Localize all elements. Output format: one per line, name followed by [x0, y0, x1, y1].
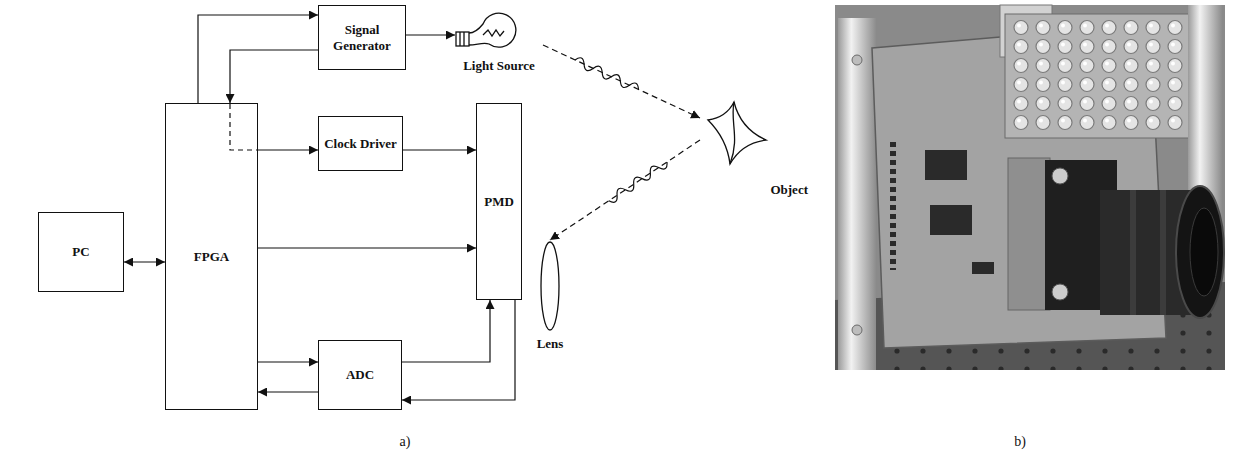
camera-photo — [888, 140, 898, 270]
node-label: Lens — [537, 336, 564, 352]
fpga-box: FPGA — [165, 103, 258, 410]
signal-connector — [406, 34, 455, 35]
camera-photo — [1052, 284, 1068, 300]
node-label: Signal Generator — [322, 22, 402, 53]
fpga-internal-dashed-line — [230, 104, 257, 150]
camera-photo — [1008, 158, 1050, 310]
signal-connector — [543, 45, 700, 118]
signal-generator-box: Signal Generator — [318, 5, 406, 70]
signal-connector — [198, 15, 318, 103]
camera-photo — [1160, 190, 1166, 315]
signal-connector — [402, 300, 490, 362]
bulb-outline — [456, 32, 469, 46]
signal-connector — [402, 300, 515, 400]
node-label: ADC — [346, 367, 374, 383]
camera-photo — [852, 55, 862, 65]
object-outline — [708, 102, 766, 164]
signal-connector — [258, 361, 318, 362]
signal-connector — [258, 247, 476, 248]
signal-connector — [550, 140, 700, 240]
bulb-outline — [456, 13, 516, 47]
object-shape: Object — [700, 98, 812, 198]
bulb-outline — [469, 13, 516, 47]
pmd-sensor-box: PMD — [476, 103, 522, 300]
node-label: FPGA — [194, 249, 229, 265]
camera-photo — [1190, 208, 1218, 296]
signal-connector — [258, 391, 318, 392]
lens-drawing — [528, 240, 572, 352]
camera-photo — [852, 325, 862, 335]
node-label: Object — [770, 182, 808, 198]
panel-label: a) — [400, 434, 411, 450]
lens-outline — [541, 242, 559, 330]
camera-photo — [925, 150, 967, 180]
clock-driver-box: Clock Driver — [318, 116, 403, 171]
lens-shape: Lens — [528, 240, 572, 352]
camera-photo — [972, 262, 994, 274]
bulb-outline — [460, 32, 464, 46]
object-outline — [730, 102, 735, 164]
adc-box: ADC — [318, 340, 402, 410]
node-label: Clock Driver — [324, 136, 397, 152]
light-source-bulb: Light Source — [455, 4, 543, 74]
camera-photo — [838, 18, 876, 370]
node-label: PC — [72, 244, 89, 260]
object-outline — [708, 102, 766, 164]
lens-outline — [541, 242, 559, 330]
panel-label: b) — [1014, 434, 1026, 450]
signal-connector — [258, 149, 318, 150]
camera-photo — [835, 5, 1225, 370]
camera-photo — [1176, 186, 1224, 318]
camera-photo — [930, 205, 972, 235]
signal-connector — [124, 261, 165, 262]
camera-photo — [835, 5, 1225, 370]
camera-photo — [1130, 190, 1136, 315]
pc-box: PC — [38, 212, 124, 292]
bulb-outline — [483, 30, 504, 36]
node-label: Light Source — [463, 58, 535, 74]
signal-connector — [230, 50, 318, 103]
camera-photo — [1010, 18, 1186, 132]
camera-photo — [1005, 14, 1191, 138]
node-label: PMD — [484, 194, 514, 210]
camera-photo — [1052, 168, 1068, 184]
signal-connector — [403, 149, 476, 150]
